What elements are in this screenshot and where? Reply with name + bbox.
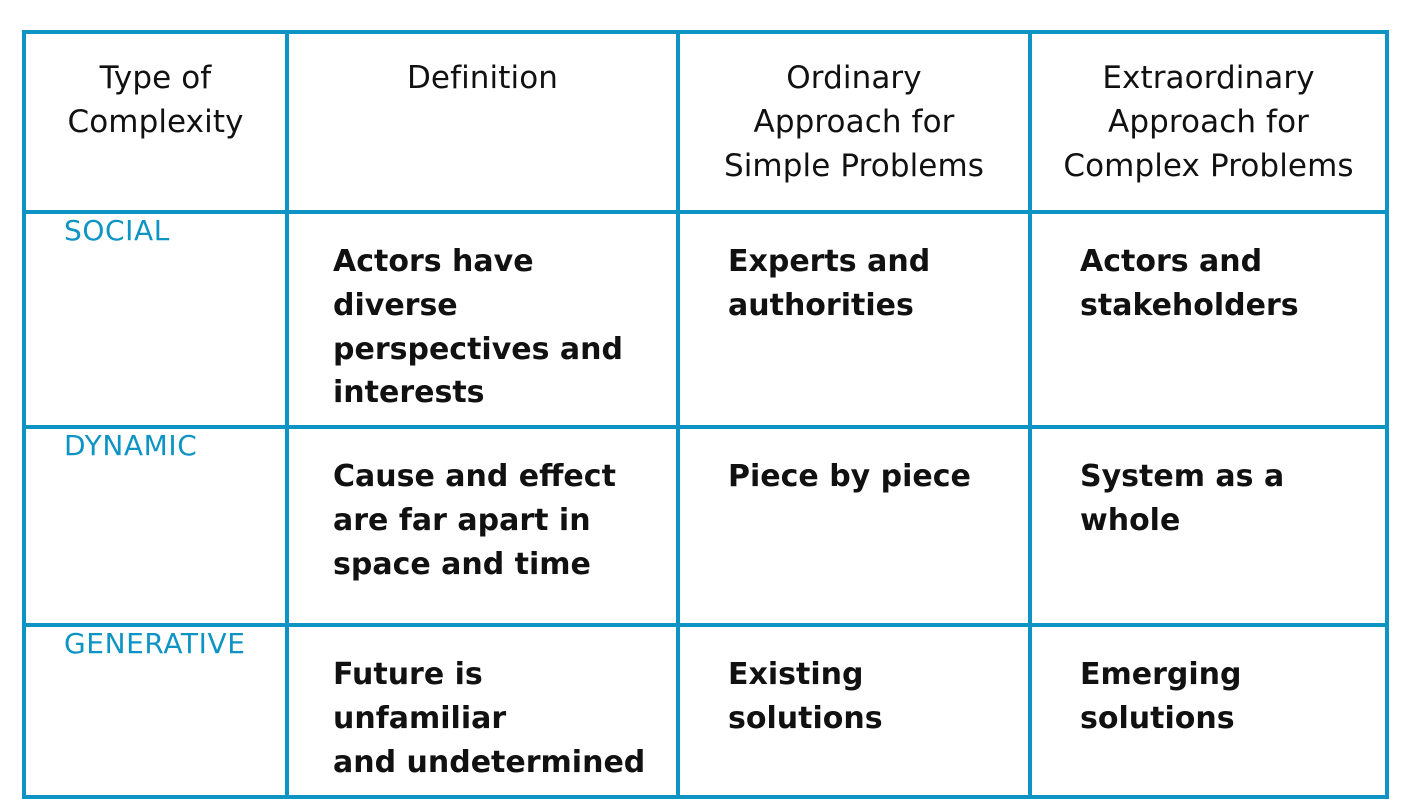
cell-extraordinary-social: Actors and stakeholders bbox=[1028, 209, 1389, 430]
column-header-label: Type of Complexity bbox=[67, 60, 244, 141]
column-header-extraordinary-approach: Extraordinary Approach for Complex Probl… bbox=[1028, 30, 1389, 214]
table-header-row: Type of Complexity Definition Ordinary A… bbox=[22, 30, 1389, 214]
column-header-definition: Definition bbox=[285, 30, 680, 214]
extraordinary-approach-text: Emerging solutions bbox=[1080, 657, 1242, 736]
complexity-type-label: GENERATIVE bbox=[64, 627, 246, 661]
cell-type-generative: GENERATIVE bbox=[22, 623, 289, 799]
column-header-label: Definition bbox=[406, 60, 559, 96]
cell-extraordinary-generative: Emerging solutions bbox=[1028, 623, 1389, 799]
complexity-table-container: Type of Complexity Definition Ordinary A… bbox=[22, 30, 1389, 799]
column-header-label: Ordinary Approach for Simple Problems bbox=[723, 60, 985, 185]
cell-type-social: SOCIAL bbox=[22, 209, 289, 430]
types-of-complexity-table: Type of Complexity Definition Ordinary A… bbox=[22, 30, 1389, 799]
column-header-label: Extraordinary Approach for Complex Probl… bbox=[1063, 60, 1354, 185]
cell-definition-dynamic: Cause and effect are far apart in space … bbox=[285, 425, 680, 628]
cell-extraordinary-dynamic: System as a whole bbox=[1028, 425, 1389, 628]
complexity-type-label: DYNAMIC bbox=[64, 429, 198, 463]
table-row: SOCIAL Actors have diverse perspectives … bbox=[22, 209, 1389, 430]
cell-definition-generative: Future is unfamiliar and undetermined bbox=[285, 623, 680, 799]
column-header-ordinary-approach: Ordinary Approach for Simple Problems bbox=[676, 30, 1032, 214]
column-header-type-of-complexity: Type of Complexity bbox=[22, 30, 289, 214]
definition-text: Future is unfamiliar and undetermined bbox=[333, 657, 646, 780]
extraordinary-approach-text: System as a whole bbox=[1080, 459, 1285, 538]
cell-ordinary-dynamic: Piece by piece bbox=[676, 425, 1032, 628]
cell-type-dynamic: DYNAMIC bbox=[22, 425, 289, 628]
definition-text: Cause and effect are far apart in space … bbox=[333, 459, 616, 582]
complexity-type-label: SOCIAL bbox=[64, 214, 170, 247]
extraordinary-approach-text: Actors and stakeholders bbox=[1080, 244, 1299, 323]
ordinary-approach-text: Existing solutions bbox=[728, 657, 883, 736]
table-row: DYNAMIC Cause and effect are far apart i… bbox=[22, 425, 1389, 628]
cell-ordinary-generative: Existing solutions bbox=[676, 623, 1032, 799]
ordinary-approach-text: Piece by piece bbox=[728, 459, 971, 495]
table-row: GENERATIVE Future is unfamiliar and unde… bbox=[22, 623, 1389, 799]
cell-definition-social: Actors have diverse perspectives and int… bbox=[285, 209, 680, 430]
definition-text: Actors have diverse perspectives and int… bbox=[333, 244, 623, 411]
ordinary-approach-text: Experts and authorities bbox=[728, 244, 931, 323]
cell-ordinary-social: Experts and authorities bbox=[676, 209, 1032, 430]
